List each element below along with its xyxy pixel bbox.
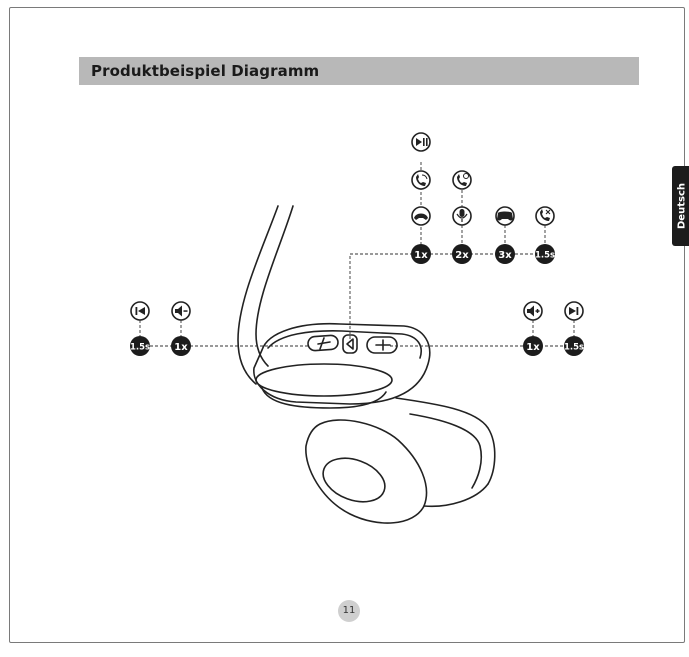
badge-right-1-5s: 1.5s xyxy=(564,336,584,356)
badge-left-1x-label: 1x xyxy=(174,342,188,353)
volume-up-button xyxy=(366,336,398,354)
volume-down-button-mark xyxy=(317,341,331,345)
badge-left-1x: 1x xyxy=(171,336,191,356)
section-title: Produktbeispiel Diagramm xyxy=(91,62,320,80)
redial-icon xyxy=(452,170,472,190)
badge-left-1-5s-label: 1.5s xyxy=(130,343,150,353)
badge-top-1x-label: 1x xyxy=(414,250,428,261)
badge-top-1x: 1x xyxy=(411,244,431,264)
badge-left-1-5s: 1.5s xyxy=(130,336,150,356)
volume-down-glyph xyxy=(175,305,182,317)
badge-right-1x: 1x xyxy=(523,336,543,356)
rear-earpiece xyxy=(305,419,428,524)
back-band-inner xyxy=(409,413,483,489)
badge-top-3x-label: 3x xyxy=(498,250,512,261)
page-frame xyxy=(9,7,685,643)
icon-circles xyxy=(130,132,584,321)
badge-right-1-5s-label: 1.5s xyxy=(564,343,584,353)
badge-right-1x-label: 1x xyxy=(526,342,540,353)
badge-top-3x: 3x xyxy=(495,244,515,264)
section-header: Produktbeispiel Diagramm xyxy=(79,57,639,85)
volume-up-button-mark xyxy=(375,339,391,351)
language-tab: Deutsch xyxy=(672,166,689,246)
rear-earpiece-face xyxy=(322,457,386,503)
headphone-illustration xyxy=(237,205,496,524)
next-track-glyph xyxy=(569,307,576,315)
microphone-glyph xyxy=(459,209,465,217)
button-pod-top xyxy=(267,330,422,359)
redial-glyph xyxy=(457,174,467,186)
icon-glyphs xyxy=(135,138,579,317)
reject-incoming-call-icon xyxy=(535,206,555,226)
neckband-inner xyxy=(255,205,294,367)
button-pod-body xyxy=(253,322,431,405)
badge-top-1-5s-label: 1.5s xyxy=(535,251,555,261)
page-number: 11 xyxy=(338,600,360,622)
answer-end-call-glyph xyxy=(414,213,428,220)
neckband-outer xyxy=(237,205,279,385)
badge-top-2x-label: 2x xyxy=(455,250,469,261)
play-pause-glyph xyxy=(416,138,422,146)
multifunction-button-mark xyxy=(346,338,354,350)
reject-incoming-glyph xyxy=(540,209,550,221)
leader-top xyxy=(349,253,545,339)
multifunction-button xyxy=(342,334,358,354)
volume-down-button xyxy=(307,334,339,352)
reject-call-glyph xyxy=(416,174,426,186)
previous-track-glyph xyxy=(135,307,138,315)
back-band xyxy=(395,397,496,485)
rear-band-link xyxy=(423,483,489,508)
game-controller-glyph xyxy=(497,211,513,221)
volume-up-glyph xyxy=(527,305,534,317)
speaker-housing xyxy=(255,363,393,397)
speaker-face xyxy=(261,387,387,409)
badges: 1x 2x 3x 1.5s 1.5s 1x 1x 1.5s xyxy=(130,244,584,356)
badge-top-2x: 2x xyxy=(452,244,472,264)
volume-down-button-mark xyxy=(319,337,325,350)
reject-call-icon xyxy=(411,170,431,190)
badge-top-1-5s: 1.5s xyxy=(535,244,555,264)
